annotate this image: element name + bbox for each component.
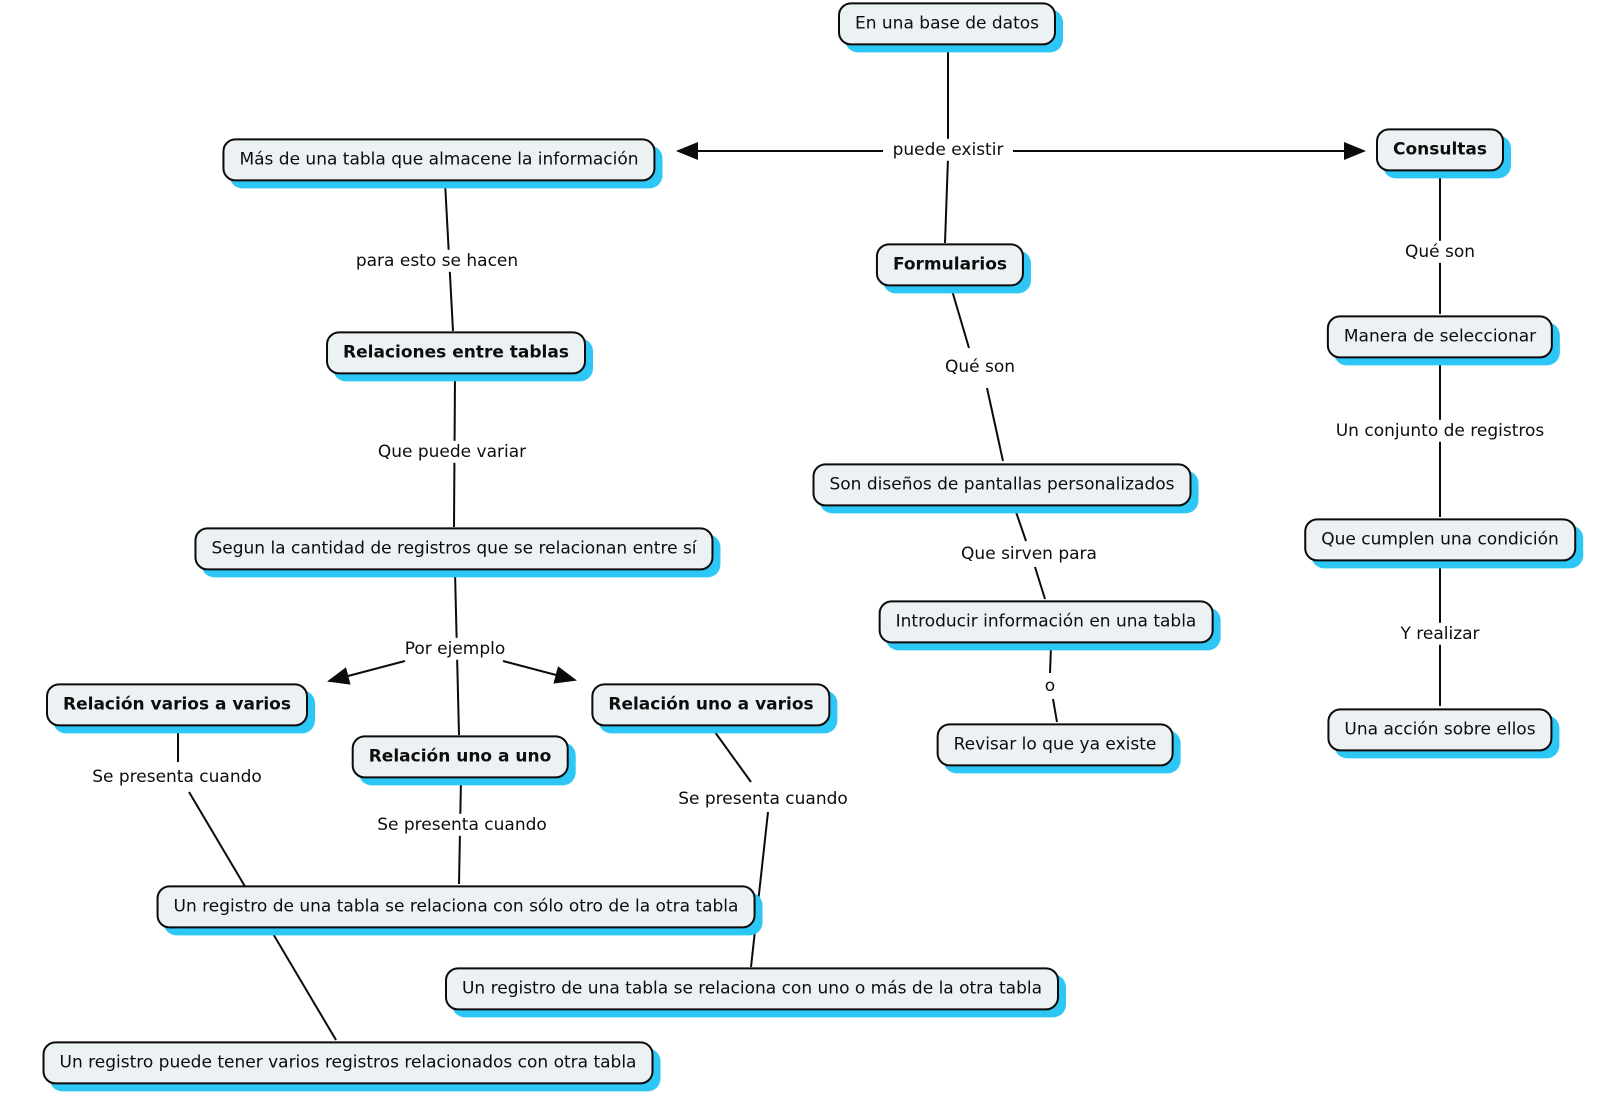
- linking-phrase-puede-existir[interactable]: puede existir: [886, 138, 1010, 162]
- concept-node-registro-solo-otro[interactable]: Un registro de una tabla se relaciona co…: [156, 885, 756, 929]
- edge-line: [950, 286, 970, 349]
- concept-node-manera-de-seleccionar[interactable]: Manera de seleccionar: [1326, 315, 1554, 359]
- linking-phrase-que-sirven-para[interactable]: Que sirven para: [955, 542, 1103, 566]
- edge-line: [944, 157, 949, 244]
- linking-phrase-un-conjunto-de-registros[interactable]: Un conjunto de registros: [1329, 419, 1551, 443]
- edge-line: [502, 660, 577, 684]
- concept-node-introducir-informacion[interactable]: Introducir información en una tabla: [878, 600, 1214, 644]
- linking-phrase-que-son-formularios[interactable]: Qué son: [938, 355, 1022, 379]
- edge-line: [1052, 698, 1058, 723]
- edge-line: [1034, 566, 1046, 600]
- edge-line: [711, 727, 752, 783]
- linking-phrase-para-esto-se-hacen[interactable]: para esto se hacen: [349, 249, 525, 273]
- concept-node-disenos-de-pantallas[interactable]: Son diseños de pantallas personalizados: [812, 463, 1192, 507]
- concept-node-relacion-varios-a-varios[interactable]: Relación varios a varios: [46, 683, 308, 727]
- concept-node-relaciones-entre-tablas[interactable]: Relaciones entre tablas: [326, 331, 586, 375]
- linking-phrase-por-ejemplo[interactable]: Por ejemplo: [398, 637, 512, 661]
- linking-phrase-se-presenta-cuando-1[interactable]: Se presenta cuando: [86, 765, 268, 789]
- concept-node-mas-de-una-tabla[interactable]: Más de una tabla que almacene la informa…: [222, 138, 656, 182]
- concept-node-varios-registros-relacionados[interactable]: Un registro puede tener varios registros…: [42, 1041, 654, 1085]
- edge-line: [986, 387, 1004, 462]
- linking-phrase-que-puede-variar[interactable]: Que puede variar: [371, 440, 533, 464]
- concept-node-una-accion-sobre-ellos[interactable]: Una acción sobre ellos: [1327, 708, 1553, 752]
- edge-line: [1014, 508, 1027, 542]
- concept-node-relacion-uno-a-varios[interactable]: Relación uno a varios: [591, 683, 831, 727]
- concept-node-segun-cantidad-registros[interactable]: Segun la cantidad de registros que se re…: [194, 527, 714, 571]
- concept-node-registro-uno-o-mas[interactable]: Un registro de una tabla se relaciona co…: [444, 967, 1060, 1011]
- concept-node-revisar-lo-que-existe[interactable]: Revisar lo que ya existe: [936, 723, 1174, 767]
- linking-phrase-se-presenta-cuando-2[interactable]: Se presenta cuando: [371, 813, 553, 837]
- edge-line: [327, 660, 406, 685]
- concept-node-formularios[interactable]: Formularios: [875, 243, 1025, 287]
- linking-phrase-se-presenta-cuando-3[interactable]: Se presenta cuando: [672, 787, 854, 811]
- concept-node-en-una-base-de-datos[interactable]: En una base de datos: [837, 2, 1057, 46]
- concept-node-consultas[interactable]: Consultas: [1375, 128, 1505, 172]
- edge-line: [1049, 645, 1052, 674]
- linking-phrase-que-son-consultas[interactable]: Qué son: [1398, 240, 1482, 264]
- concept-node-relacion-uno-a-uno[interactable]: Relación uno a uno: [351, 735, 569, 779]
- concept-node-cumplen-una-condicion[interactable]: Que cumplen una condición: [1304, 518, 1576, 562]
- edge-line: [750, 811, 769, 968]
- linking-phrase-y-realizar[interactable]: Y realizar: [1394, 622, 1486, 646]
- linking-phrase-o[interactable]: o: [1038, 674, 1062, 698]
